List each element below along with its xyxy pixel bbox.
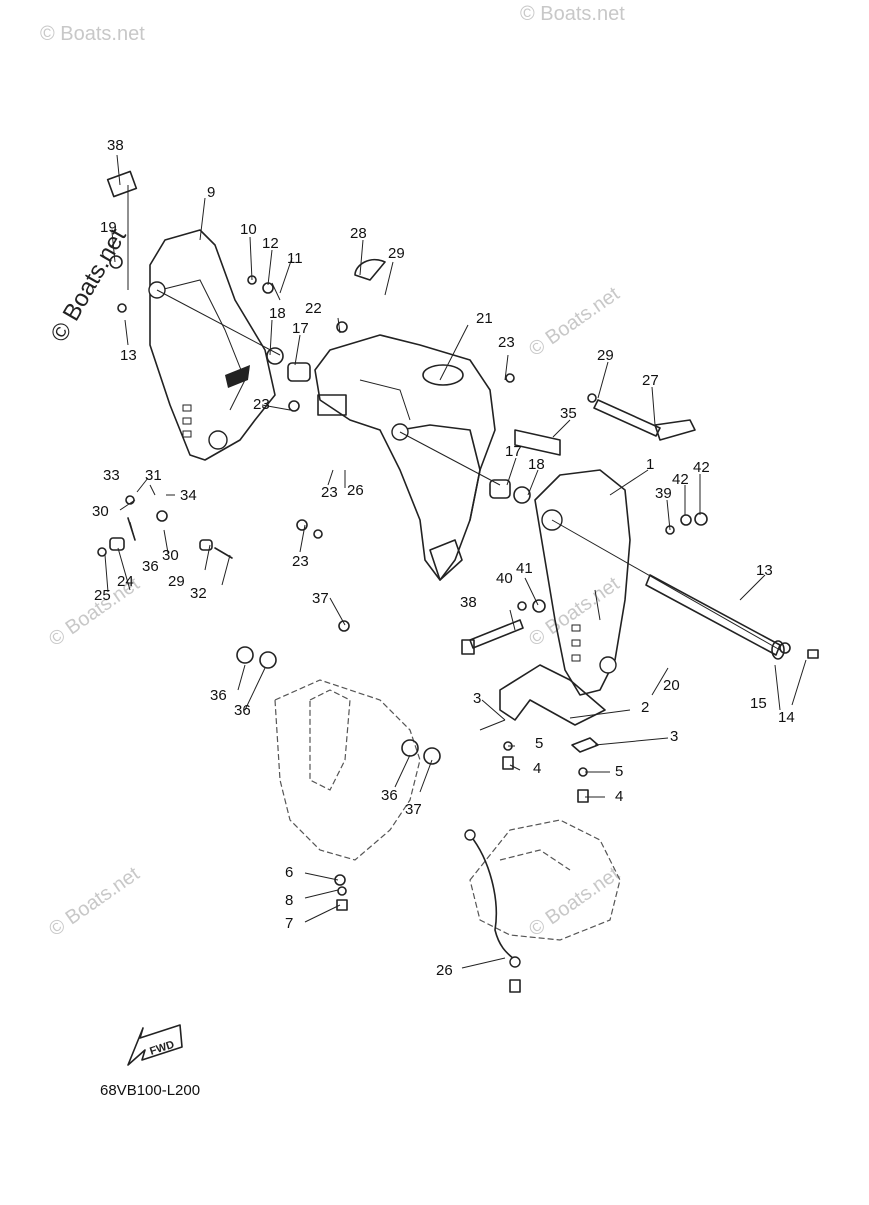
watermark-dark: © Boats.net — [45, 224, 131, 347]
callout: 4 — [533, 760, 541, 777]
callout: 28 — [350, 225, 367, 242]
callout: 8 — [285, 892, 293, 909]
callout: 3 — [473, 690, 481, 707]
trim-rod — [593, 399, 696, 441]
callout: 30 — [162, 547, 179, 564]
mount-bracket — [499, 664, 606, 726]
callout: 15 — [750, 695, 767, 712]
callout-labels: 38 9 19 10 12 11 13 28 29 18 17 22 21 23… — [92, 137, 795, 979]
callout: 36 — [142, 558, 159, 575]
callout: 6 — [285, 864, 293, 881]
callout: 3 — [670, 728, 678, 745]
callout: 12 — [262, 235, 279, 252]
callout: 26 — [436, 962, 453, 979]
fwd-label: FWD — [148, 1039, 176, 1058]
callout: 26 — [347, 482, 364, 499]
callout: 30 — [92, 503, 109, 520]
callout: 1 — [646, 456, 654, 473]
callout: 5 — [615, 763, 623, 780]
watermark: © Boats.net — [525, 863, 624, 941]
callout: 29 — [388, 245, 405, 262]
callout: 9 — [207, 184, 215, 201]
callout: 11 — [287, 250, 303, 267]
callout: 31 — [145, 467, 162, 484]
callout: 24 — [117, 573, 134, 590]
watermark: © Boats.net — [40, 23, 145, 45]
callout: 38 — [460, 594, 477, 611]
callout: 39 — [655, 485, 672, 502]
callout: 7 — [285, 915, 293, 932]
callout: 23 — [253, 396, 270, 413]
callout: 4 — [615, 788, 623, 805]
callout: 18 — [269, 305, 286, 322]
hardware — [97, 170, 819, 993]
callout: 41 — [516, 560, 533, 577]
callout: 13 — [756, 562, 773, 579]
swivel-bracket — [314, 334, 501, 581]
callout: 36 — [381, 787, 398, 804]
callout: 29 — [168, 573, 185, 590]
callout: 10 — [240, 221, 257, 238]
callout: 27 — [642, 372, 659, 389]
callout: 23 — [498, 334, 515, 351]
callout: 22 — [305, 300, 322, 317]
callout: 17 — [292, 320, 309, 337]
clamp-bracket-right — [534, 469, 631, 696]
callout: 36 — [210, 687, 227, 704]
callout: 17 — [505, 443, 522, 460]
clamp-bracket-left — [148, 229, 281, 461]
callout: 42 — [693, 459, 710, 476]
callout: 20 — [663, 677, 680, 694]
through-tube — [551, 519, 785, 660]
callout: 13 — [120, 347, 137, 364]
lower-mount — [274, 679, 421, 861]
callout: 5 — [535, 735, 543, 752]
callout: 21 — [476, 310, 493, 327]
callout: 33 — [103, 467, 120, 484]
callout: 36 — [234, 702, 251, 719]
ground-wire — [464, 829, 521, 968]
pivot-pin — [514, 429, 561, 456]
callout: 35 — [560, 405, 577, 422]
callout: 19 — [100, 219, 117, 236]
callout: 29 — [597, 347, 614, 364]
callout: 42 — [672, 471, 689, 488]
callout: 23 — [292, 553, 309, 570]
watermark: © Boats.net — [45, 863, 144, 941]
callout: 38 — [107, 137, 124, 154]
fwd-arrow-icon: FWD — [127, 1024, 183, 1066]
callout: 23 — [321, 484, 338, 501]
watermark: © Boats.net — [520, 3, 625, 25]
callout: 34 — [180, 487, 197, 504]
diagram-code: 68VB100-L200 — [100, 1082, 200, 1099]
lower-unit — [469, 819, 621, 941]
callout: 37 — [312, 590, 329, 607]
callout: 32 — [190, 585, 207, 602]
callout: 2 — [641, 699, 649, 716]
bolt-39 — [461, 619, 524, 655]
callout: 14 — [778, 709, 795, 726]
leader-lines — [104, 154, 807, 969]
callout: 18 — [528, 456, 545, 473]
callout: 25 — [94, 587, 111, 604]
callout: 40 — [496, 570, 513, 587]
callout: 37 — [405, 801, 422, 818]
